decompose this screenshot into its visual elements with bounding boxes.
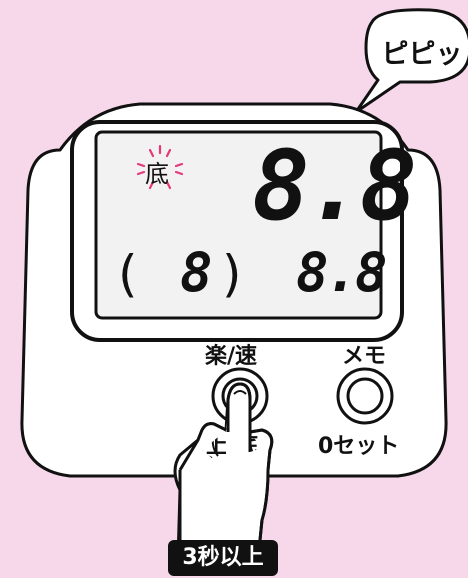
sub-paren-close: ) xyxy=(222,245,242,303)
blinking-rays-icon xyxy=(136,144,184,190)
speech-bubble xyxy=(354,8,468,114)
right-button-bottom-label: 0セット xyxy=(318,434,400,459)
main-reading: 8.8 xyxy=(252,130,417,242)
left-button-top-label: 楽/速 xyxy=(205,344,258,369)
right-button-graphic xyxy=(336,367,394,425)
mode-indicator-label: 底 xyxy=(145,160,169,188)
hold-duration-badge: 3秒以上 xyxy=(168,540,278,576)
sound-effect-text: ピピッ xyxy=(381,39,463,70)
sub-paren-open: ( xyxy=(118,245,138,303)
sub-value: 8 xyxy=(180,241,213,304)
speed-mode-button[interactable] xyxy=(212,368,268,424)
lcd-screen xyxy=(94,130,383,320)
memo-button[interactable] xyxy=(337,368,393,424)
left-button-bottom-label: 上/底 xyxy=(206,434,259,459)
sub-reading: 8.8 xyxy=(296,241,388,304)
right-button-top-label: メモ xyxy=(342,344,387,369)
